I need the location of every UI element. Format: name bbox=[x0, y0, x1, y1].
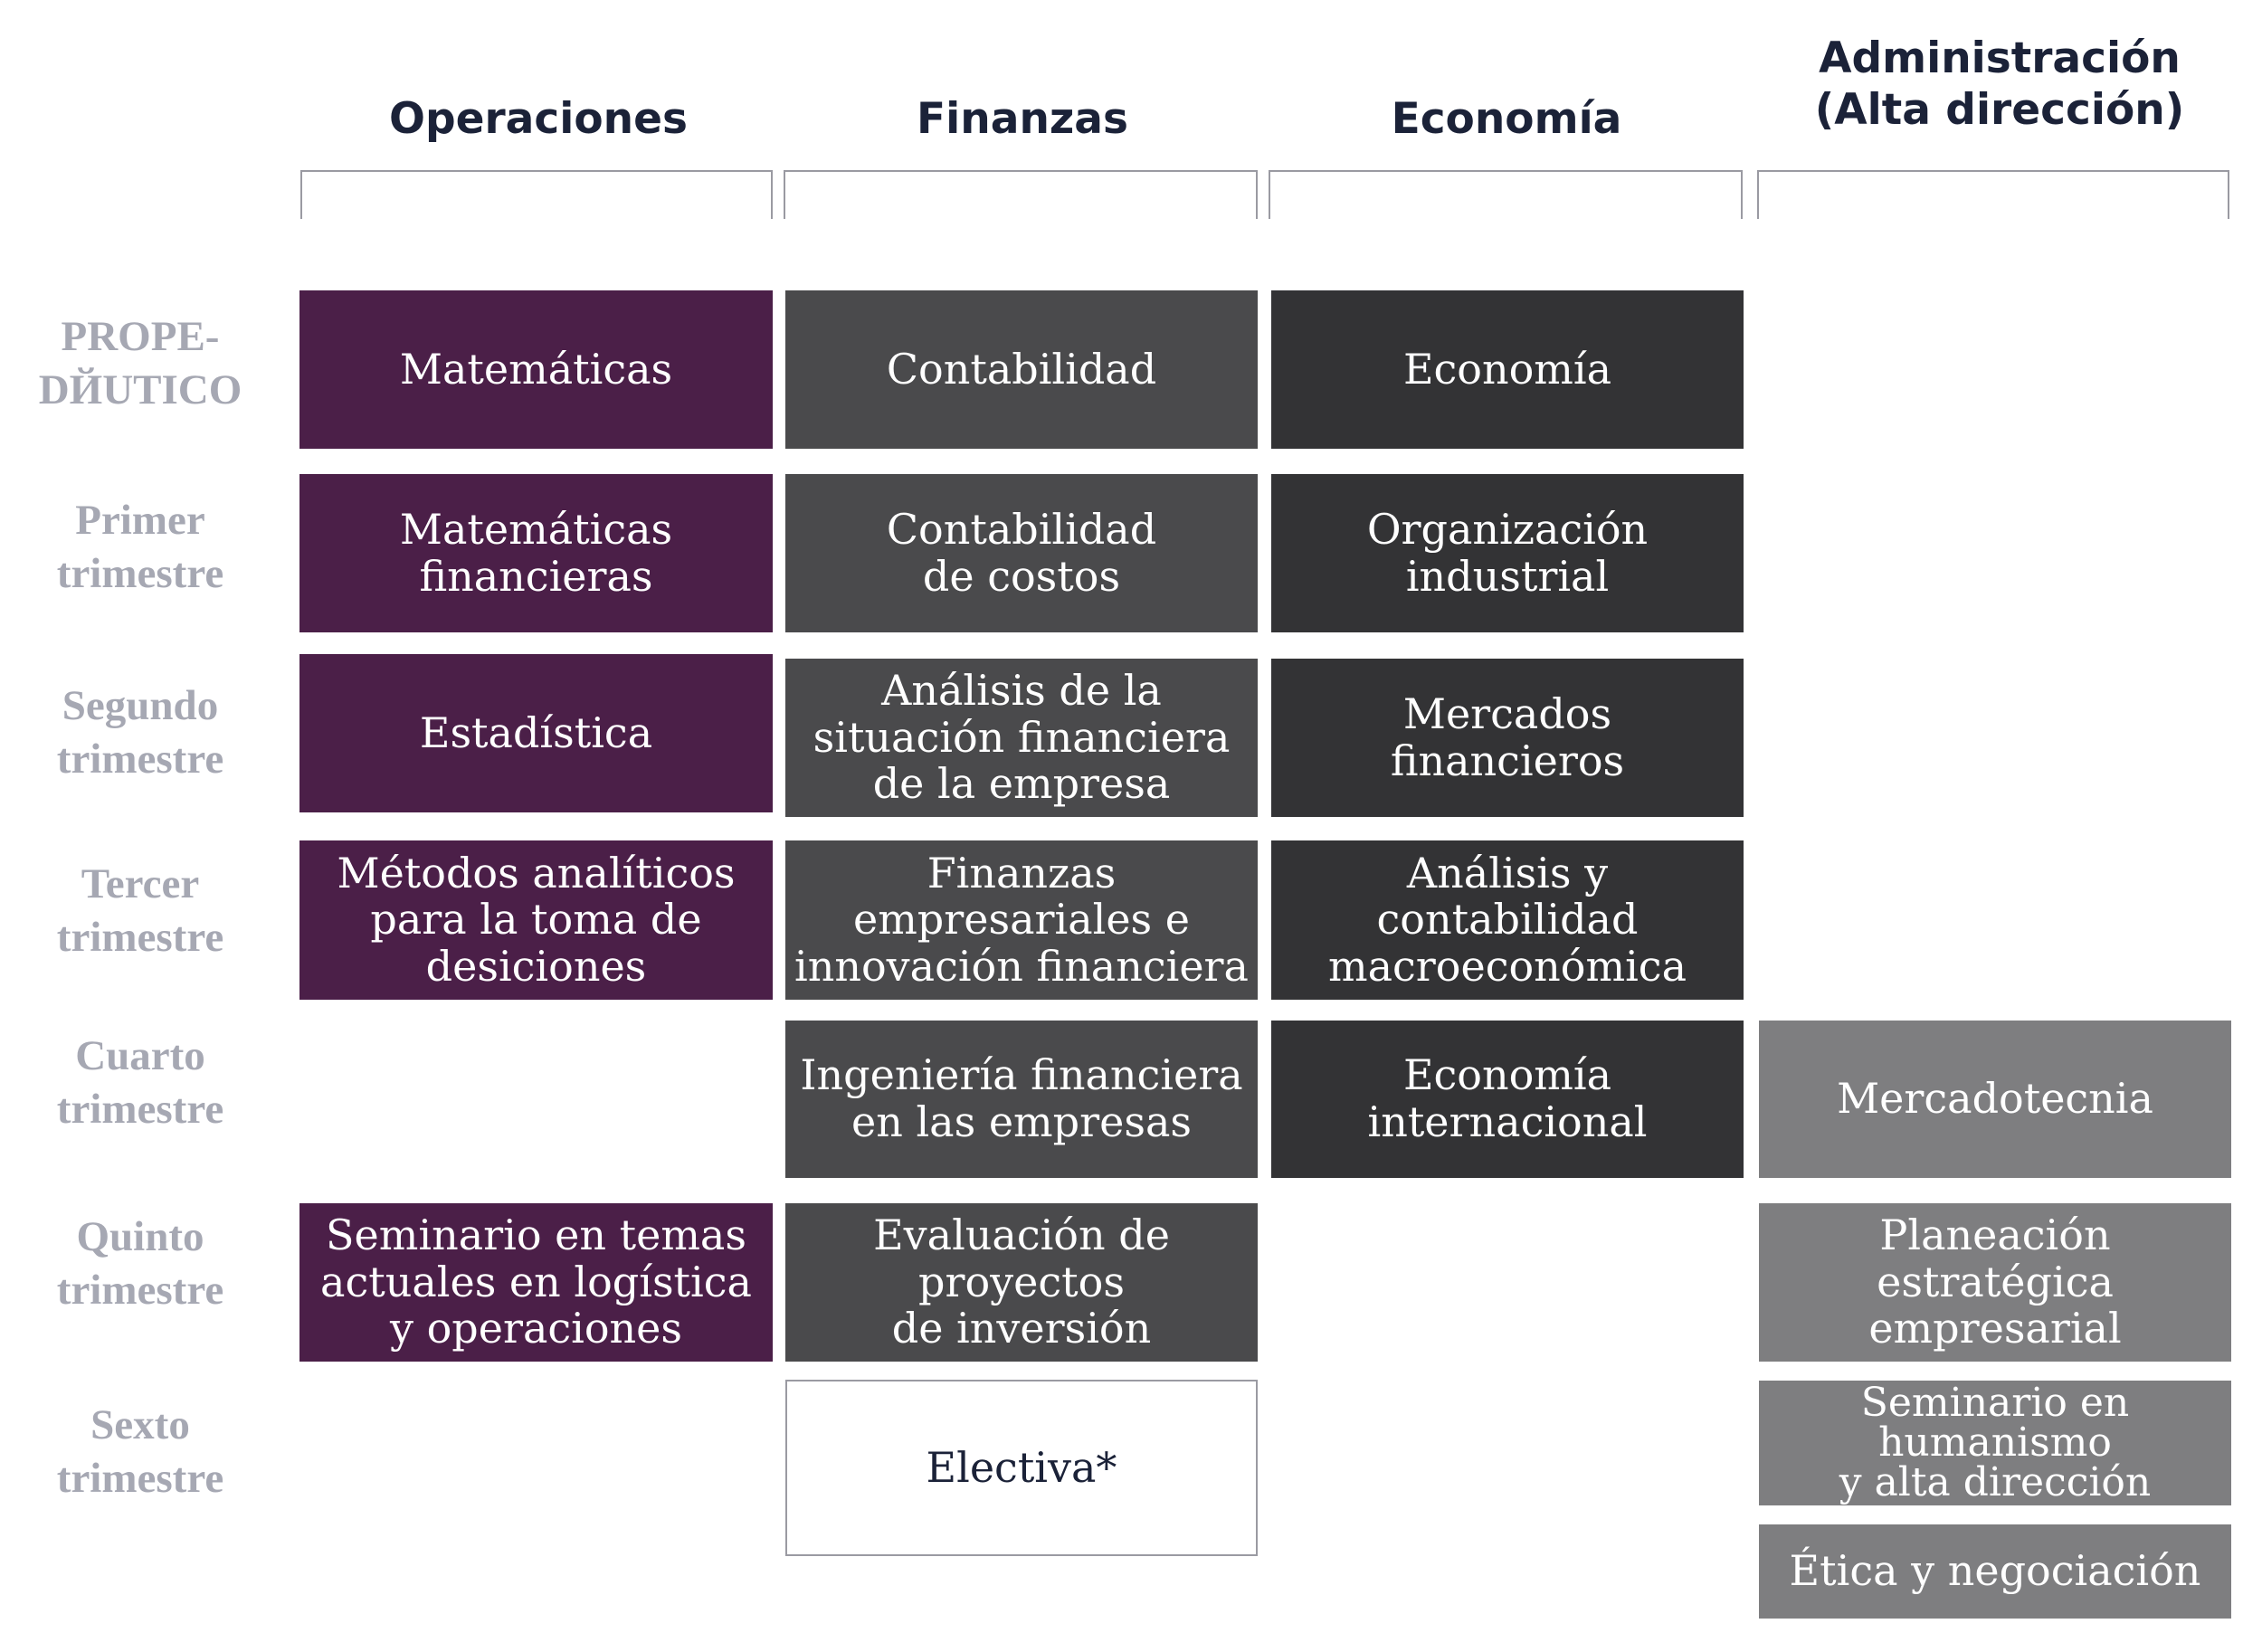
row-label-cuarto-trimestre: Cuarto trimestre bbox=[56, 1032, 224, 1133]
course-contabilidad: Contabilidad bbox=[785, 290, 1258, 449]
course-planeacion-estrategica: Planeación estratégica empresarial bbox=[1759, 1203, 2231, 1362]
row-label-sexto-trimestre: Sexto trimestre bbox=[56, 1401, 224, 1502]
row-label-tercer-trimestre: Tercer trimestre bbox=[56, 860, 224, 961]
course-contabilidad-de-costos: Contabilidad de costos bbox=[785, 474, 1258, 632]
course-economia-internacional: Economía internacional bbox=[1271, 1021, 1744, 1178]
course-economia: Economía bbox=[1271, 290, 1744, 449]
course-finanzas-empresariales: Finanzas empresariales e innovación fina… bbox=[785, 840, 1258, 1000]
course-ingenieria-financiera: Ingeniería financiera en las empresas bbox=[785, 1021, 1258, 1178]
row-label-propedeutico: PROPE- DЙUTICO bbox=[38, 313, 242, 413]
course-seminario-logistica: Seminario en temas actuales en logística… bbox=[299, 1203, 773, 1362]
course-mercadotecnia: Mercadotecnia bbox=[1759, 1021, 2231, 1178]
row-label-quinto-trimestre: Quinto trimestre bbox=[56, 1213, 224, 1314]
column-header-administracion: Administración (Alta dirección) bbox=[1814, 33, 2185, 135]
course-metodos-analiticos: Métodos analíticos para la toma de desic… bbox=[299, 840, 773, 1000]
column-header-economia: Economía bbox=[1391, 93, 1622, 144]
course-seminario-humanismo: Seminario en humanismo y alta dirección bbox=[1759, 1381, 2231, 1505]
row-label-segundo-trimestre: Segundo trimestre bbox=[56, 682, 224, 783]
row-label-primer-trimestre: Primer trimestre bbox=[56, 497, 224, 597]
column-bracket-finanzas bbox=[784, 170, 1258, 219]
course-estadistica: Estadística bbox=[299, 654, 773, 812]
column-header-finanzas: Finanzas bbox=[917, 93, 1128, 144]
column-bracket-operaciones bbox=[300, 170, 773, 219]
course-analisis-contabilidad-macro: Análisis y contabilidad macroeconómica bbox=[1271, 840, 1744, 1000]
column-bracket-administracion bbox=[1757, 170, 2229, 219]
course-matematicas: Matemáticas bbox=[299, 290, 773, 449]
course-evaluacion-proyectos: Evaluación de proyectos de inversión bbox=[785, 1203, 1258, 1362]
course-mercados-financieros: Mercados financieros bbox=[1271, 659, 1744, 817]
column-header-operaciones: Operaciones bbox=[389, 93, 688, 144]
course-electiva: Electiva* bbox=[785, 1380, 1258, 1556]
course-matematicas-financieras: Matemáticas financieras bbox=[299, 474, 773, 632]
course-etica-negociacion: Ética y negociación bbox=[1759, 1524, 2231, 1619]
course-analisis-situacion-financiera: Análisis de la situación financiera de l… bbox=[785, 659, 1258, 817]
course-organizacion-industrial: Organización industrial bbox=[1271, 474, 1744, 632]
column-bracket-economia bbox=[1269, 170, 1743, 219]
